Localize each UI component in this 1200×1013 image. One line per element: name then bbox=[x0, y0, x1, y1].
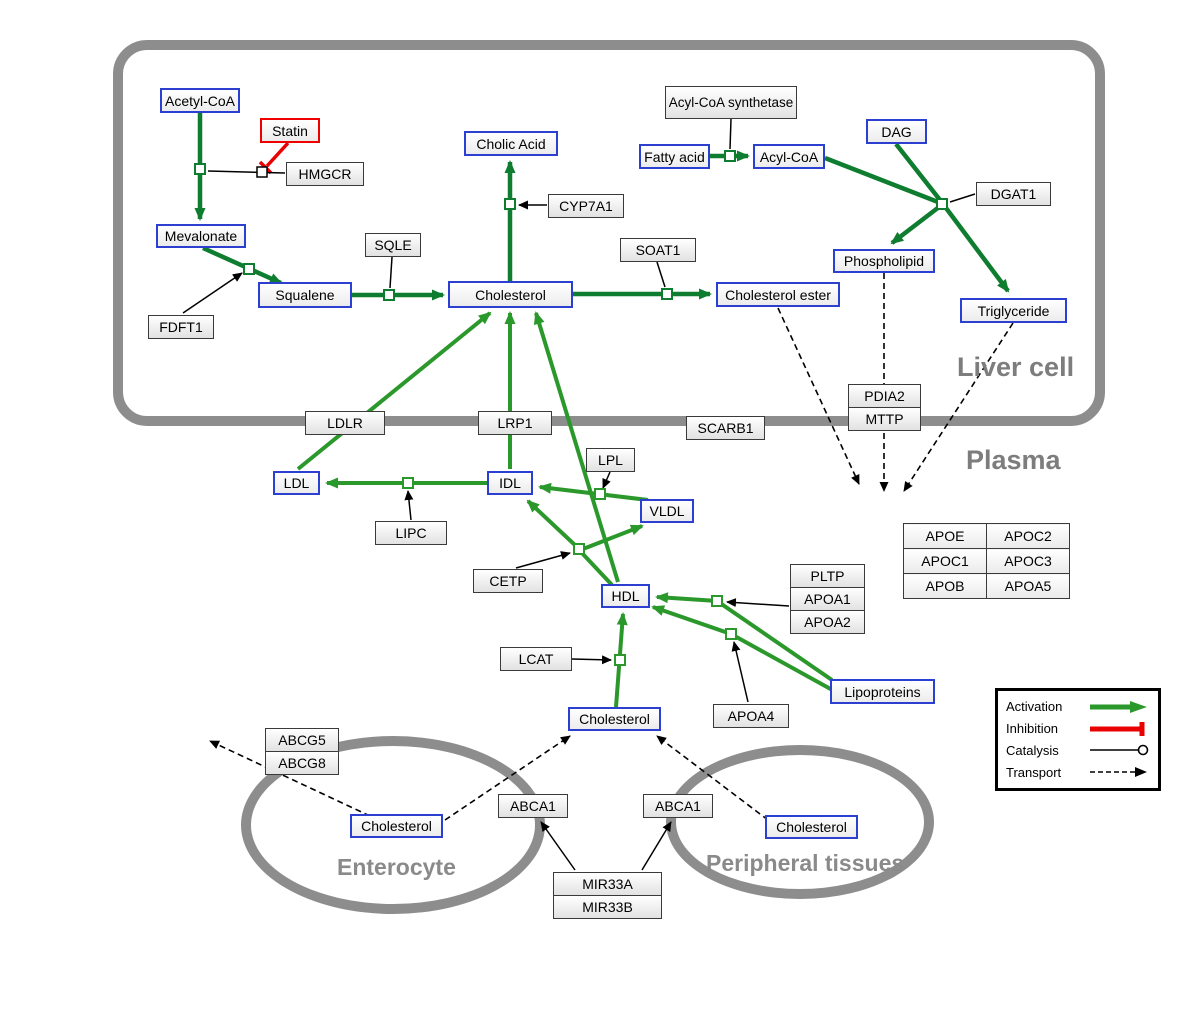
apolipoprotein-table: APOE APOC2 APOC1 APOC3 APOB APOA5 bbox=[903, 523, 1070, 599]
transport-edges bbox=[209, 273, 1014, 821]
legend-row-activation: Activation bbox=[1006, 699, 1150, 715]
enzyme-mttp[interactable]: MTTP bbox=[848, 407, 921, 431]
node-vldl[interactable]: VLDL bbox=[640, 499, 694, 523]
node-hdl[interactable]: HDL bbox=[601, 584, 650, 608]
enzyme-acyl-coa-synthetase[interactable]: Acyl-CoA synthetase bbox=[665, 86, 797, 119]
enzyme-apoa1[interactable]: APOA1 bbox=[790, 587, 865, 611]
node-cholesterol-ester[interactable]: Cholesterol ester bbox=[716, 282, 840, 307]
reaction-nodes bbox=[194, 150, 948, 666]
enterocyte-membrane bbox=[241, 736, 545, 914]
node-cholic-acid[interactable]: Cholic Acid bbox=[464, 131, 558, 156]
enzyme-pltp[interactable]: PLTP bbox=[790, 564, 865, 588]
receptor-scarb1[interactable]: SCARB1 bbox=[686, 416, 765, 440]
transport-dashed-arrow-icon bbox=[1090, 767, 1147, 778]
legend-row-catalysis: Catalysis bbox=[1006, 742, 1150, 758]
enzyme-lpl[interactable]: LPL bbox=[586, 448, 635, 472]
node-cholesterol-peripheral[interactable]: Cholesterol bbox=[765, 815, 858, 839]
node-mevalonate[interactable]: Mevalonate bbox=[156, 224, 246, 248]
node-cholesterol-plasma[interactable]: Cholesterol bbox=[568, 707, 661, 731]
enzyme-soat1[interactable]: SOAT1 bbox=[620, 238, 696, 262]
transporter-abca1-right[interactable]: ABCA1 bbox=[643, 794, 713, 818]
apo-cell-apoc2[interactable]: APOC2 bbox=[986, 523, 1070, 549]
node-cholesterol-enterocyte[interactable]: Cholesterol bbox=[350, 814, 443, 838]
transporter-abcg5[interactable]: ABCG5 bbox=[265, 728, 339, 752]
apo-cell-apob[interactable]: APOB bbox=[903, 573, 987, 599]
activation-arrow-icon bbox=[1090, 700, 1147, 713]
enzyme-dgat1[interactable]: DGAT1 bbox=[976, 182, 1051, 206]
peripheral-tissues-label: Peripheral tissues bbox=[706, 850, 905, 876]
enzyme-apoa4[interactable]: APOA4 bbox=[713, 704, 789, 728]
node-statin[interactable]: Statin bbox=[260, 118, 320, 143]
legend-activation-label: Activation bbox=[1006, 699, 1063, 715]
node-dag[interactable]: DAG bbox=[866, 119, 927, 144]
node-phospholipid[interactable]: Phospholipid bbox=[833, 249, 935, 273]
mirna-mir33b[interactable]: MIR33B bbox=[553, 895, 662, 919]
enzyme-fdft1[interactable]: FDFT1 bbox=[148, 315, 214, 339]
apo-cell-apoc1[interactable]: APOC1 bbox=[903, 548, 987, 574]
receptor-lrp1[interactable]: LRP1 bbox=[478, 411, 552, 435]
catalysis-circle-icon bbox=[1090, 745, 1149, 756]
node-acyl-coa[interactable]: Acyl-CoA bbox=[753, 144, 825, 169]
legend: Activation Inhibition Catalysis Transpor… bbox=[995, 688, 1161, 791]
enzyme-pdia2[interactable]: PDIA2 bbox=[848, 384, 921, 408]
node-cholesterol-liver[interactable]: Cholesterol bbox=[448, 281, 573, 308]
plasma-label: Plasma bbox=[966, 445, 1061, 475]
mirna-mir33a[interactable]: MIR33A bbox=[553, 872, 662, 896]
legend-row-inhibition: Inhibition bbox=[1006, 721, 1150, 737]
apo-cell-apoa5[interactable]: APOA5 bbox=[986, 573, 1070, 599]
transporter-abca1-left[interactable]: ABCA1 bbox=[498, 794, 568, 818]
node-fatty-acid[interactable]: Fatty acid bbox=[639, 144, 710, 169]
legend-row-transport: Transport bbox=[1006, 764, 1150, 780]
inhibition-tbar-icon bbox=[1090, 721, 1145, 736]
legend-inhibition-label: Inhibition bbox=[1006, 721, 1059, 737]
enterocyte-label: Enterocyte bbox=[337, 854, 456, 880]
enzyme-lcat[interactable]: LCAT bbox=[500, 647, 572, 671]
legend-catalysis-label: Catalysis bbox=[1006, 742, 1059, 758]
node-acetyl-coa[interactable]: Acetyl-CoA bbox=[160, 88, 240, 113]
node-triglyceride[interactable]: Triglyceride bbox=[960, 298, 1067, 323]
transporter-abcg8[interactable]: ABCG8 bbox=[265, 751, 339, 775]
enzyme-hmgcr[interactable]: HMGCR bbox=[286, 162, 364, 186]
enzyme-apoa2[interactable]: APOA2 bbox=[790, 610, 865, 634]
node-squalene[interactable]: Squalene bbox=[258, 282, 352, 308]
enzyme-lipc[interactable]: LIPC bbox=[375, 521, 447, 545]
receptor-ldlr[interactable]: LDLR bbox=[305, 411, 385, 435]
node-lipoproteins[interactable]: Lipoproteins bbox=[830, 679, 935, 704]
liver-cell-label: Liver cell bbox=[957, 352, 1075, 382]
catalysis-edges bbox=[182, 118, 976, 871]
apo-cell-apoc3[interactable]: APOC3 bbox=[986, 548, 1070, 574]
enzyme-cyp7a1[interactable]: CYP7A1 bbox=[548, 194, 624, 218]
node-idl[interactable]: IDL bbox=[487, 471, 533, 495]
liver-cell-membrane bbox=[113, 40, 1105, 426]
enzyme-cetp[interactable]: CETP bbox=[473, 569, 543, 593]
enzyme-sqle[interactable]: SQLE bbox=[365, 233, 421, 257]
node-ldl[interactable]: LDL bbox=[273, 471, 320, 495]
legend-transport-label: Transport bbox=[1006, 764, 1062, 780]
apo-cell-apoe[interactable]: APOE bbox=[903, 523, 987, 549]
